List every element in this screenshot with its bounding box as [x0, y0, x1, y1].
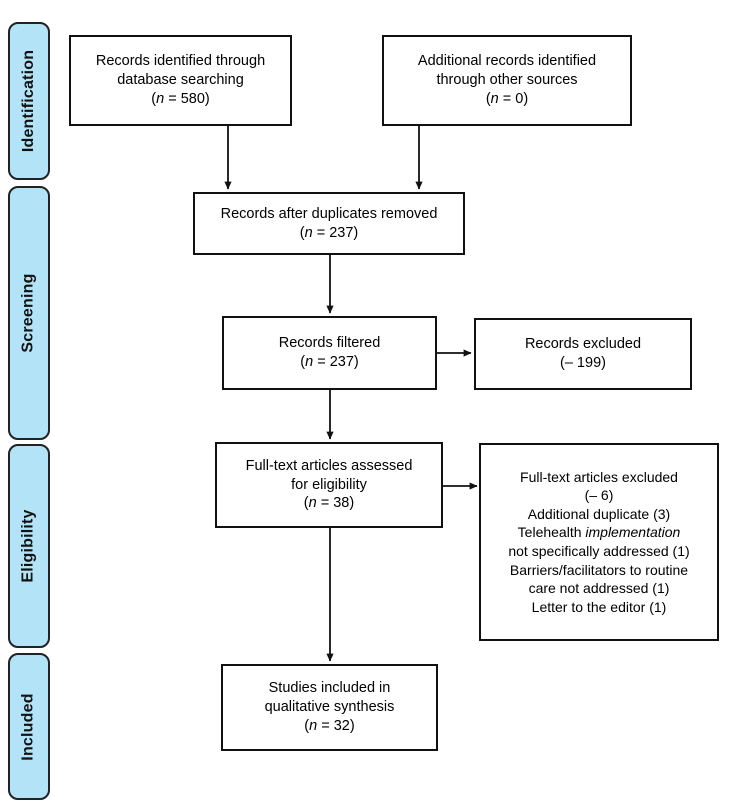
additional-records-count: (n = 0)	[485, 90, 529, 107]
stage-pill-identification: Identification	[8, 22, 50, 180]
stage-label-identification: Identification	[20, 49, 38, 153]
additional-records-line1: Additional records identified	[417, 53, 597, 70]
n-value: = 32)	[317, 717, 355, 734]
fulltext-excluded-line5: not specifically addressed (1)	[508, 543, 690, 559]
stage-label-screening: Screening	[20, 273, 38, 353]
box-records-identified: Records identified through database sear…	[69, 35, 292, 126]
fulltext-excluded-line4: Telehealth implementation	[518, 523, 681, 542]
box-additional-records: Additional records identified through ot…	[382, 35, 632, 126]
box-records-filtered: Records filtered (n = 237)	[222, 316, 437, 390]
n-italic: n	[305, 354, 314, 370]
n-italic: n	[304, 224, 313, 241]
fulltext-excluded-line1: Full-text articles excluded	[520, 468, 678, 485]
records-excluded-line1: Records excluded	[524, 336, 642, 353]
duplicates-removed-count: (n = 237)	[299, 224, 359, 241]
n-italic: n	[490, 90, 499, 107]
n-value: = 38)	[316, 495, 355, 512]
box-records-excluded: Records excluded (– 199)	[474, 318, 692, 390]
fulltext-excluded-line2: (– 6)	[584, 487, 614, 504]
duplicates-removed-line1: Records after duplicates removed	[220, 205, 438, 222]
telehealth-text: Telehealth	[517, 524, 586, 541]
n-italic: n	[308, 495, 317, 512]
n-value: = 237)	[312, 224, 359, 241]
n-value: = 580)	[164, 90, 210, 107]
stage-pill-included: Included	[8, 653, 50, 800]
studies-included-line2: qualitative synthesis	[264, 699, 395, 716]
fulltext-excluded-line8: Letter to the editor (1)	[531, 598, 667, 615]
fulltext-assessed-line2: for eligibility	[291, 476, 367, 493]
n-italic: n	[156, 90, 165, 107]
n-italic: n	[309, 717, 318, 734]
implementation-italic: implementation	[585, 524, 681, 541]
box-fulltext-assessed: Full-text articles assessed for eligibil…	[215, 442, 443, 528]
studies-included-line1: Studies included in	[268, 680, 391, 697]
n-value: = 237)	[313, 354, 359, 370]
records-identified-line1: Records identified through	[95, 53, 266, 70]
n-value: = 0)	[498, 90, 529, 107]
records-excluded-line2: (– 199)	[560, 355, 606, 371]
fulltext-assessed-line1: Full-text articles assessed	[245, 457, 413, 474]
box-duplicates-removed: Records after duplicates removed (n = 23…	[193, 192, 465, 255]
records-filtered-line1: Records filtered	[278, 335, 381, 352]
fulltext-excluded-line7: care not addressed (1)	[528, 580, 670, 597]
box-studies-included: Studies included in qualitative synthesi…	[221, 664, 438, 751]
stage-label-eligibility: Eligibility	[20, 509, 38, 583]
records-identified-line2: database searching	[117, 72, 244, 89]
stage-label-included: Included	[20, 692, 38, 761]
box-fulltext-excluded: Full-text articles excluded (– 6) Additi…	[479, 443, 719, 641]
additional-records-line2: through other sources	[436, 72, 578, 89]
fulltext-assessed-count: (n = 38)	[303, 495, 355, 512]
studies-included-count: (n = 32)	[304, 717, 355, 734]
stage-pill-screening: Screening	[8, 186, 50, 440]
fulltext-excluded-line6: Barriers/facilitators to routine	[509, 561, 689, 578]
records-identified-count: (n = 580)	[151, 90, 210, 107]
stage-pill-eligibility: Eligibility	[8, 444, 50, 648]
records-filtered-count: (n = 237)	[300, 354, 359, 370]
fulltext-excluded-line3: Additional duplicate (3)	[527, 505, 671, 522]
